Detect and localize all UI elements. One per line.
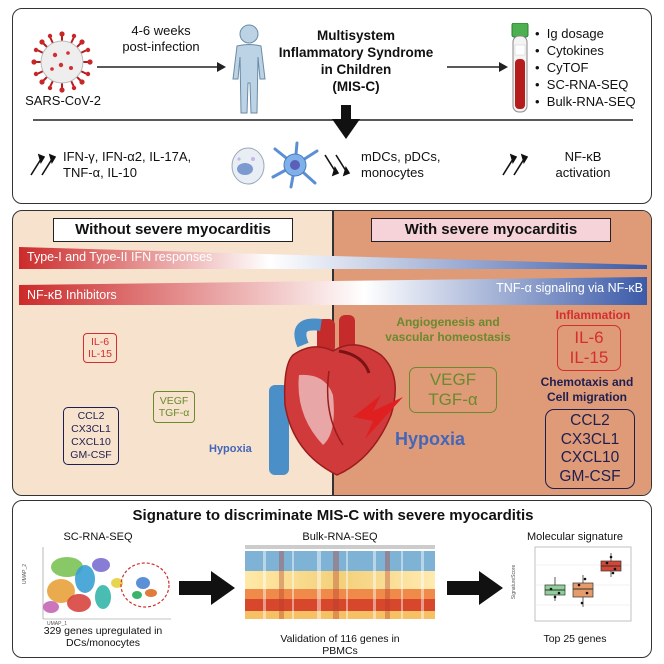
flow-arrow-icon: [179, 571, 235, 605]
tnf-signaling-label: TNF-α signaling via NF-κB: [496, 281, 643, 295]
ifn-bar-label: Type-I and Type-II IFN responses: [27, 250, 213, 264]
left-il-box: IL-6 IL-15: [83, 333, 117, 363]
timeline-label: 4-6 weeks post-infection: [122, 23, 200, 54]
umap-x-label: UMAP_1: [47, 621, 68, 627]
nfkb-inhibitors-label: NF-κB Inhibitors: [27, 288, 117, 302]
assay-arrow: [447, 62, 508, 72]
right-hypoxia-label: Hypoxia: [395, 429, 466, 449]
dendritic-cell-icon: [271, 141, 319, 189]
bottom-title: Signature to discriminate MIS-C with sev…: [132, 507, 534, 524]
left-vegf-box: VEGF TGF-α: [153, 391, 195, 423]
assay-item: • Ig dosage: [535, 26, 604, 41]
header-left: Without severe myocarditis: [53, 218, 293, 242]
mol-caption: Top 25 genes: [543, 633, 607, 645]
header-right: With severe myocarditis: [371, 218, 611, 242]
chemotaxis-title: Chemotaxis and Cell migration: [540, 375, 634, 404]
middle-panel: Without severe myocarditis With severe m…: [12, 210, 652, 496]
timeline-arrow: [97, 62, 226, 72]
bulk-heatmap: [245, 545, 435, 619]
mol-title: Molecular signature: [527, 531, 623, 543]
bottom-panel: Signature to discriminate MIS-C with sev…: [12, 500, 652, 658]
assay-item: • SC-RNA-SEQ: [535, 77, 629, 92]
assay-list: • Ig dosage • Cytokines • CyTOF • SC-RNA…: [535, 25, 650, 110]
nfkb-activation: NF-κB activation: [555, 149, 611, 180]
monocyte-icon: [231, 147, 265, 185]
top-panel: SARS-CoV-2 4-6 weeks post-infection Mult…: [12, 8, 652, 204]
bulk-caption: Validation of 116 genes in PBMCs: [280, 633, 400, 657]
umap-y-label: UMAP_2: [22, 563, 29, 585]
sc-title: SC-RNA-SEQ: [63, 531, 133, 543]
nfkb-gradient-bar: [19, 277, 647, 305]
assay-item: • Cytokines: [535, 43, 604, 58]
down-arrows-icon: [324, 154, 351, 177]
right-il-box: IL-6 IL-15: [557, 325, 621, 371]
mis-c-title: Multisystem Inflammatory Syndrome in Chi…: [278, 28, 434, 94]
gradient-bars: [19, 247, 647, 305]
bracket-line: [33, 105, 633, 139]
signature-boxplot: [534, 546, 632, 622]
boxplot-y-label: SignatureScore: [511, 564, 518, 600]
ifn-gradient-bar: [19, 247, 647, 269]
right-vegf-box: VEGF TGF-α: [409, 367, 497, 413]
child-figure-icon: [232, 24, 266, 114]
left-chemokine-box: CCL2 CX3CL1 CXCL10 GM-CSF: [63, 407, 119, 465]
cells-down: mDCs, pDCs, monocytes: [361, 149, 441, 180]
right-chemokine-box: CCL2 CX3CL1 CXCL10 GM-CSF: [545, 409, 635, 489]
angiogenesis-title: Angiogenesis and vascular homeostasis: [385, 315, 511, 344]
up-arrows-icon: [502, 153, 529, 176]
bulk-title: Bulk-RNA-SEQ: [302, 531, 378, 543]
virus-label: SARS-CoV-2: [25, 93, 101, 108]
inflammation-title: Inflammation: [555, 308, 631, 322]
up-arrows-icon: [30, 153, 57, 176]
assay-item: • CyTOF: [535, 60, 589, 75]
blood-tube-icon: [511, 23, 529, 113]
left-hypoxia-label: Hypoxia: [209, 443, 252, 455]
virus-icon: [31, 31, 93, 93]
assay-item: • Bulk-RNA-SEQ: [535, 94, 636, 109]
cytokines-up: IFN-γ, IFN-α2, IL-17A, TNF-α, IL-10: [63, 149, 192, 180]
heart-icon: [269, 315, 403, 476]
sc-caption: 329 genes upregulated in DCs/monocytes: [43, 625, 163, 649]
umap-plot: [42, 547, 171, 620]
flow-arrow-icon: [447, 571, 503, 605]
